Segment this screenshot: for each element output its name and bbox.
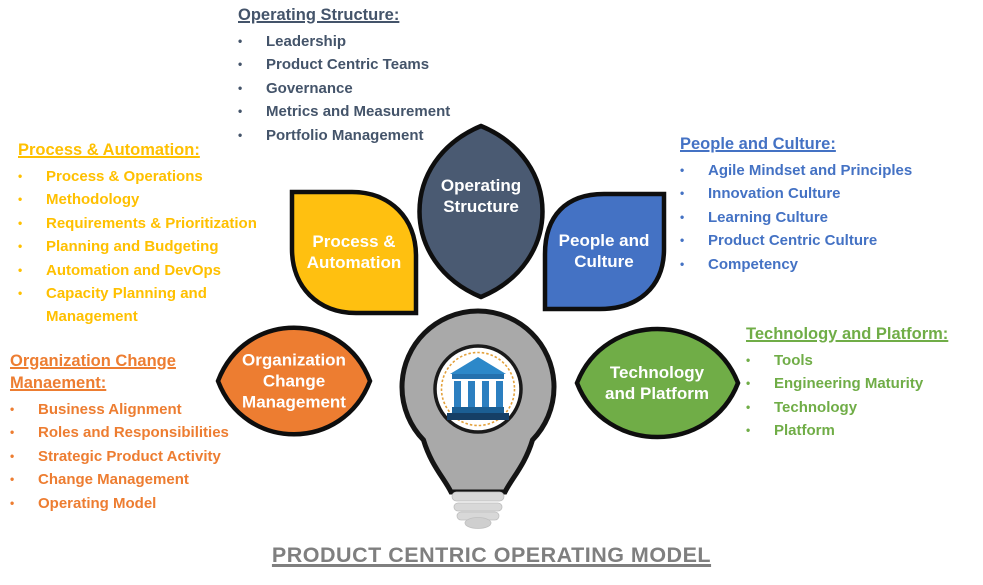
bullet-icon: • (680, 209, 685, 224)
bullet-icon: • (238, 57, 243, 72)
list-heading-process-automation: Process & Automation: (18, 141, 200, 159)
petal-operating-structure (417, 123, 545, 300)
list-item: •Competency (680, 253, 912, 276)
list-heading-tech-platform: Technology and Platform: (746, 325, 949, 343)
list-process-automation: Process & Automation: •Process & Operati… (18, 139, 257, 329)
list-item: •Business Alignment (10, 398, 229, 421)
list-item: •Platform (746, 419, 948, 442)
list-item: •Process & Operations (18, 165, 257, 188)
petal-label-process-automation: Process & Automation (306, 232, 402, 272)
petal-label-people-culture: People and Culture (558, 231, 650, 271)
list-heading-people-culture: People and Culture: (680, 135, 836, 153)
petal-tech-platform (574, 326, 741, 440)
list-item: •Governance (238, 77, 450, 100)
petal-label-operating-structure: Operating Structure (440, 176, 522, 216)
bullet-icon: • (18, 239, 23, 254)
bullet-icon: • (746, 399, 751, 414)
list-heading-operating-structure: Operating Structure: (238, 6, 400, 24)
bullet-icon: • (680, 256, 685, 271)
list-item: •Operating Model (10, 492, 229, 515)
bullet-icon: • (18, 262, 23, 277)
list-org-change: Organization Change Manaement: •Business… (10, 350, 229, 515)
list-heading-org-change: Organization Change Manaement: (10, 352, 176, 392)
list-item: •Product Centric Teams (238, 53, 450, 76)
bullet-icon: • (18, 286, 23, 301)
petal-people-culture (542, 191, 667, 312)
list-item: •Change Management (10, 468, 229, 491)
bullet-icon: • (238, 80, 243, 95)
bullet-icon: • (238, 104, 243, 119)
list-item: •Engineering Maturity (746, 372, 948, 395)
bullet-icon: • (680, 233, 685, 248)
bullet-icon: • (10, 425, 15, 440)
diagram-title: PRODUCT CENTRIC OPERATING MODEL (271, 543, 712, 567)
list-item: •Portfolio Management (238, 124, 450, 147)
bullet-icon: • (18, 215, 23, 230)
list-people-culture: People and Culture: •Agile Mindset and P… (680, 133, 912, 276)
list-item: •Learning Culture (680, 206, 912, 229)
petal-label-org-change: Organization Change Management (242, 350, 346, 412)
bullet-icon: • (10, 402, 15, 416)
bullet-icon: • (746, 376, 751, 391)
bullet-icon: • (10, 448, 15, 463)
list-item: •Requirements & Prioritization (18, 212, 257, 235)
list-item: •Innovation Culture (680, 182, 912, 205)
list-item: •Capacity Planning and Management (18, 282, 257, 329)
list-item: •Methodology (18, 188, 257, 211)
list-item: •Leadership (238, 30, 450, 53)
bullet-icon: • (238, 34, 243, 48)
list-item: •Agile Mindset and Principles (680, 159, 912, 182)
bullet-icon: • (10, 472, 15, 487)
list-item: •Automation and DevOps (18, 259, 257, 282)
bullet-icon: • (18, 192, 23, 207)
list-operating-structure: Operating Structure: •Leadership •Produc… (238, 4, 450, 147)
list-item: •Strategic Product Activity (10, 445, 229, 468)
list-item: •Planning and Budgeting (18, 235, 257, 258)
petal-process-automation (289, 189, 419, 316)
petal-org-change (215, 325, 373, 437)
bullet-icon: • (746, 423, 751, 438)
bullet-icon: • (238, 127, 243, 142)
list-item: •Roles and Responsibilities (10, 421, 229, 444)
bullet-icon: • (746, 353, 751, 367)
petal-label-tech-platform: Technology and Platform (605, 363, 709, 403)
bullet-icon: • (18, 169, 23, 183)
list-item: •Technology (746, 396, 948, 419)
list-item: •Tools (746, 349, 948, 372)
bank-building-icon (447, 357, 509, 420)
list-tech-platform: Technology and Platform: •Tools •Enginee… (746, 323, 948, 443)
bullet-icon: • (680, 186, 685, 201)
bullet-icon: • (680, 163, 685, 177)
lightbulb-icon (399, 308, 557, 529)
bullet-icon: • (10, 495, 15, 510)
list-item: •Metrics and Measurement (238, 100, 450, 123)
list-item: •Product Centric Culture (680, 229, 912, 252)
